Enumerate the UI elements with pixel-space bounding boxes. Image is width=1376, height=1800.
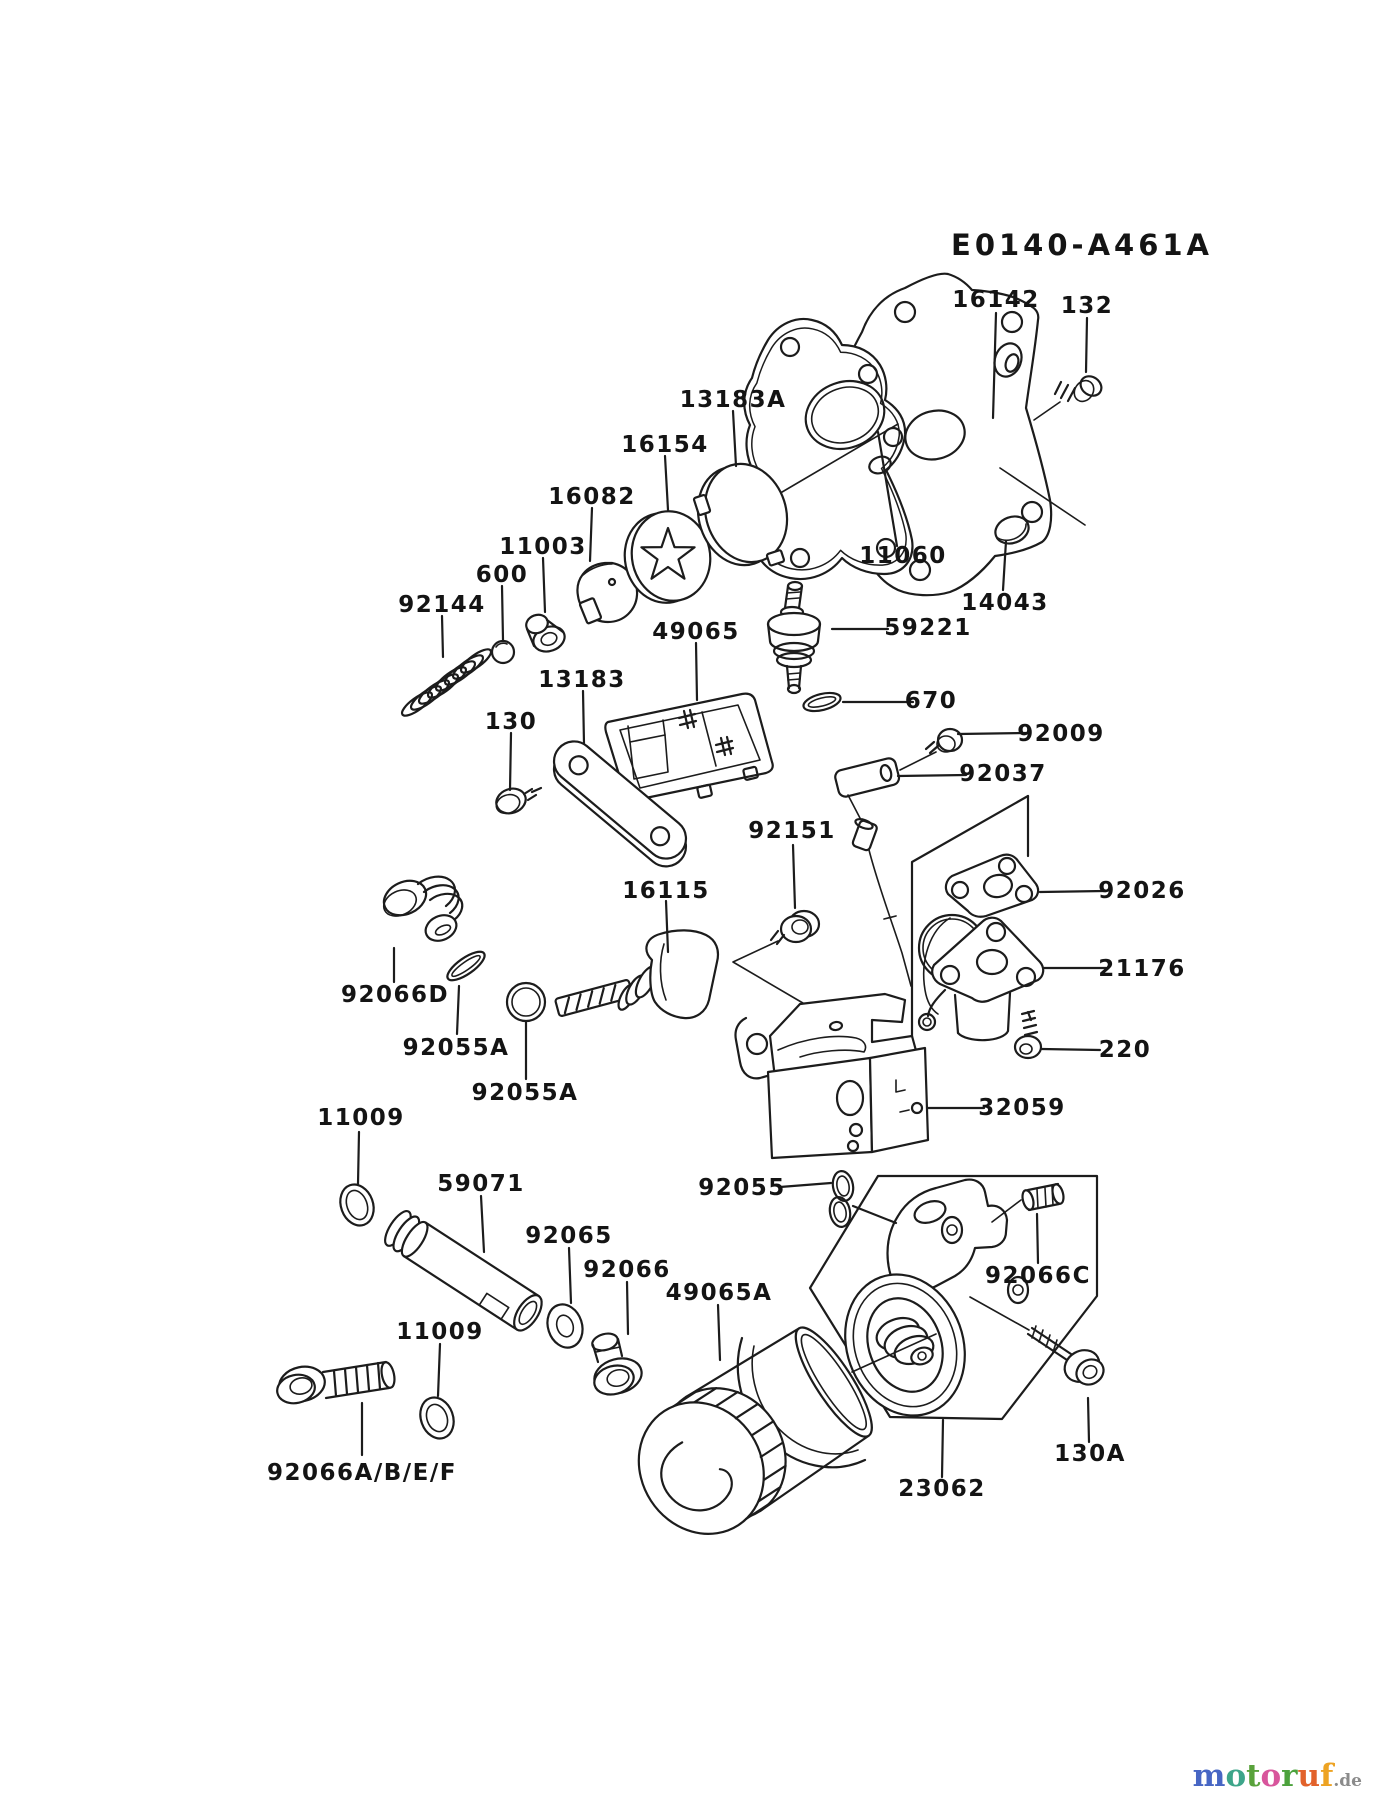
- inset-border-21176: [910, 794, 1030, 1088]
- filler-21176-drawing: [917, 913, 1045, 1042]
- part-label-130: 130: [484, 709, 538, 735]
- watermark-letter: m: [1192, 1758, 1226, 1794]
- spring-92144-drawing: [400, 648, 493, 717]
- screen-49065-drawing: [604, 692, 774, 802]
- part-label-11009-2: 11009: [396, 1319, 484, 1345]
- oil-filter-49065A-drawing: [637, 1326, 873, 1535]
- ball-600-drawing: [490, 639, 516, 665]
- screw-220-drawing: [1013, 1009, 1043, 1060]
- watermark-letter: f: [1320, 1758, 1334, 1794]
- leader-lines: [356, 311, 1108, 1479]
- watermark-letter: r: [1281, 1758, 1298, 1794]
- bracket-32059-drawing: [734, 992, 930, 1160]
- part-label-220: 220: [1098, 1037, 1152, 1063]
- part-label-59071: 59071: [437, 1171, 525, 1197]
- part-label-16082: 16082: [548, 484, 636, 510]
- part-label-13183A: 13183A: [679, 387, 787, 413]
- part-label-92066C: 92066C: [985, 1263, 1091, 1289]
- oil-switch-59221-drawing: [766, 580, 822, 695]
- part-label-21176: 21176: [1098, 956, 1186, 982]
- screw-92009-drawing: [899, 727, 964, 771]
- plug-92066-drawing: [591, 1332, 643, 1396]
- part-label-49065A: 49065A: [665, 1280, 773, 1306]
- part-label-92066ABEF: 92066A/B/E/F: [267, 1460, 457, 1486]
- part-label-32059: 32059: [978, 1095, 1066, 1121]
- dipstick-wire-drawing: [851, 818, 912, 987]
- cover-plate-13183A-drawing: [692, 462, 789, 567]
- part-label-92055: 92055: [698, 1175, 786, 1201]
- part-label-92066D: 92066D: [340, 982, 450, 1008]
- watermark-letter: o: [1225, 1758, 1247, 1794]
- part-label-16142: 16142: [952, 287, 1040, 313]
- bolt-130-drawing: [495, 786, 543, 815]
- plate-13183-drawing: [552, 740, 688, 868]
- bushing-11003-drawing: [525, 613, 566, 653]
- outer-rotor-16154-drawing: [623, 510, 712, 604]
- o-ring-92055A-1-drawing: [446, 950, 486, 982]
- part-label-13183: 13183: [538, 667, 626, 693]
- plug-92066D-drawing: [382, 875, 464, 942]
- plug-14043-drawing: [994, 515, 1030, 545]
- part-label-11003: 11003: [499, 534, 587, 560]
- o-rings-92055-drawing: [828, 1170, 855, 1228]
- part-label-670: 670: [904, 688, 958, 714]
- watermark-letter: t: [1246, 1758, 1261, 1794]
- plug-92066C-drawing: [991, 1182, 1065, 1223]
- watermark-letter: u: [1297, 1758, 1321, 1794]
- part-label-23062: 23062: [898, 1476, 986, 1502]
- bolt-92151-drawing: [732, 909, 821, 1007]
- diagram-code: E0140-A461A: [951, 228, 1213, 262]
- washer-92065-drawing: [546, 1303, 584, 1349]
- plug-92066ABEF-drawing: [276, 1360, 396, 1405]
- tube-59071-drawing: [384, 1209, 543, 1332]
- part-label-16115: 16115: [622, 878, 710, 904]
- part-label-130A: 130A: [1054, 1441, 1126, 1467]
- part-label-92009: 92009: [1017, 721, 1105, 747]
- part-label-92055A-2: 92055A: [471, 1080, 579, 1106]
- part-label-16154: 16154: [621, 432, 709, 458]
- part-label-14043: 14043: [961, 590, 1049, 616]
- part-label-11060: 11060: [859, 543, 947, 569]
- o-ring-670-drawing: [802, 691, 842, 713]
- o-ring-11009-1-drawing: [339, 1183, 375, 1227]
- o-ring-11009-2-drawing: [419, 1396, 455, 1440]
- gasket-92026-drawing: [944, 853, 1040, 918]
- part-label-92151: 92151: [748, 818, 836, 844]
- screw-132-drawing: [1033, 375, 1103, 421]
- part-label-132: 132: [1060, 293, 1114, 319]
- part-label-92144: 92144: [398, 592, 486, 618]
- o-ring-92055A-2-drawing: [505, 981, 547, 1023]
- sleeve-92037-drawing: [834, 757, 901, 821]
- part-label-92026: 92026: [1098, 878, 1186, 904]
- part-label-11009-1: 11009: [317, 1105, 405, 1131]
- part-label-92055A-1: 92055A: [402, 1035, 510, 1061]
- watermark-suffix: .de: [1333, 1771, 1362, 1791]
- inset-border-23062: [808, 1174, 1099, 1421]
- part-label-59221: 59221: [884, 615, 972, 641]
- dipstick-16115-drawing: [554, 929, 720, 1020]
- part-label-92037: 92037: [959, 761, 1047, 787]
- part-label-49065: 49065: [652, 619, 740, 645]
- bolt-130A-drawing: [969, 1296, 1105, 1386]
- watermark-letter: o: [1260, 1758, 1282, 1794]
- part-label-92066: 92066: [583, 1257, 671, 1283]
- motoruf-watermark: motoruf.de: [1193, 1761, 1362, 1792]
- filter-mount-23062-drawing: [736, 1178, 1030, 1469]
- inner-rotor-16082-drawing: [576, 561, 639, 625]
- part-label-92065: 92065: [525, 1223, 613, 1249]
- part-label-600: 600: [475, 562, 529, 588]
